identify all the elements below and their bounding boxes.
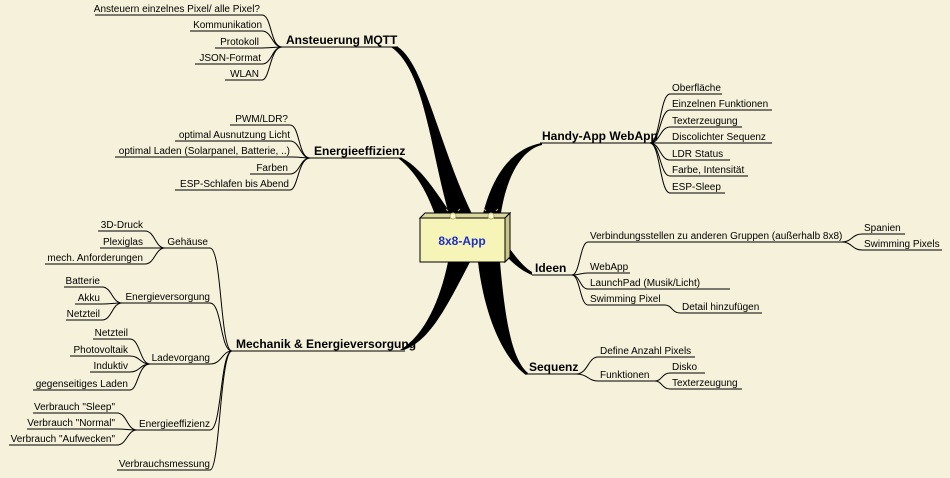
laden-item: gegenseitiges Laden	[36, 379, 128, 390]
ideen-swimming-detail: Detail hinzufügen	[682, 302, 759, 313]
lightbulb-icon	[483, 208, 499, 220]
webapp-items: Oberfläche Einzelnen Funktionen Texterze…	[672, 83, 768, 193]
mqtt-item: Ansteuern einzelnes Pixel/ alle Pixel?	[94, 4, 261, 15]
mqtt-item: Kommunikation	[193, 20, 262, 31]
branch-energy-title: Energieeffizienz	[314, 144, 405, 158]
trunk-mqtt	[391, 47, 474, 218]
gehaeuse-item: Plexiglas	[103, 237, 143, 248]
mqtt-item: Protokoll	[220, 37, 259, 48]
branch-mechanics-title: Mechanik & Energieversorgung	[236, 337, 416, 351]
energy-item: Farben	[256, 163, 288, 174]
webapp-item: Oberfläche	[672, 83, 721, 94]
sequenz-items: Define Anzahl Pixels Funktionen Disko Te…	[600, 346, 738, 389]
group-laden: Ladevorgang	[152, 353, 210, 364]
ideen-connection-item: Swimming Pixels	[864, 239, 940, 250]
webapp-item: LDR Status	[672, 149, 723, 160]
trunk-sequenz	[478, 262, 528, 375]
mqtt-item: WLAN	[230, 69, 259, 80]
versorgung-item: Akku	[78, 293, 100, 304]
versorgung-item: Netzteil	[67, 309, 100, 320]
effizienz-item: Verbrauch "Normal"	[27, 418, 115, 429]
webapp-item: Einzelnen Funktionen	[672, 99, 768, 110]
trunk-energy	[398, 158, 456, 223]
mqtt-item: JSON-Format	[199, 53, 261, 64]
energy-items: PWM/LDR? optimal Ausnutzung Licht optima…	[119, 114, 290, 190]
effizienz-item: Verbrauch "Sleep"	[34, 402, 115, 413]
sequenz-item: Define Anzahl Pixels	[600, 346, 691, 357]
ideen-item: WebApp	[590, 262, 629, 273]
energy-item: ESP-Schlafen bis Abend	[180, 179, 289, 190]
laden-item: Netzteil	[95, 328, 128, 339]
effizienz-item: Verbrauch "Aufwecken"	[11, 434, 116, 445]
laden-item: Induktiv	[94, 361, 128, 372]
group-gehaeuse: Gehäuse	[167, 237, 208, 248]
trunk-branches	[391, 47, 542, 375]
webapp-item: Discolichter Sequenz	[672, 132, 766, 143]
connector-lines	[9, 14, 942, 471]
center-label: 8x8-App	[438, 234, 485, 248]
ideen-item: LaunchPad (Musik/Licht)	[590, 278, 700, 289]
trunk-webapp	[482, 143, 542, 220]
main-underlines	[232, 46, 650, 375]
branch-ideen-title: Ideen	[535, 261, 566, 275]
center-box	[419, 217, 506, 263]
trunk-mechanics	[400, 262, 470, 350]
mechanics-groups: Gehäuse Energieversorgung Ladevorgang En…	[11, 220, 210, 470]
center-node: 8x8-App	[418, 208, 512, 264]
sequenz-funktionen: Funktionen	[600, 370, 649, 381]
branch-webapp-title: Handy-App WebApp	[542, 129, 658, 143]
laden-item: Photovoltaik	[74, 345, 129, 356]
trunk-ideen	[508, 246, 532, 275]
group-effizienz: Energieeffizienz	[139, 419, 210, 430]
funktionen-item: Texterzeugung	[672, 378, 738, 389]
branch-mqtt-title: Ansteuerung MQTT	[286, 33, 398, 47]
center-box-side	[418, 212, 512, 219]
ideen-swimming: Swimming Pixel	[590, 294, 661, 305]
lightbulb-icon	[445, 208, 461, 220]
branch-sequenz-title: Sequenz	[529, 360, 578, 374]
group-messung: Verbrauchsmessung	[119, 459, 210, 470]
gehaeuse-item: 3D-Druck	[101, 220, 144, 231]
energy-item: optimal Ausnutzung Licht	[179, 130, 290, 141]
energy-item: optimal Laden (Solarpanel, Batterie, ..)	[119, 146, 290, 157]
mqtt-items: Ansteuern einzelnes Pixel/ alle Pixel? K…	[94, 4, 262, 80]
webapp-item: ESP-Sleep	[672, 182, 721, 193]
center-box-depth	[504, 211, 511, 264]
ideen-connection-item: Spanien	[864, 223, 901, 234]
ideen-connections: Verbindungsstellen zu anderen Gruppen (a…	[590, 231, 842, 242]
webapp-item: Farbe, Intensität	[672, 165, 744, 176]
versorgung-item: Batterie	[66, 276, 101, 287]
ideen-items: Verbindungsstellen zu anderen Gruppen (a…	[590, 223, 940, 313]
webapp-item: Texterzeugung	[672, 116, 738, 127]
gehaeuse-item: mech. Anforderungen	[47, 253, 143, 264]
funktionen-item: Disko	[672, 362, 697, 373]
energy-item: PWM/LDR?	[235, 114, 288, 125]
group-versorgung: Energieversorgung	[126, 292, 211, 303]
